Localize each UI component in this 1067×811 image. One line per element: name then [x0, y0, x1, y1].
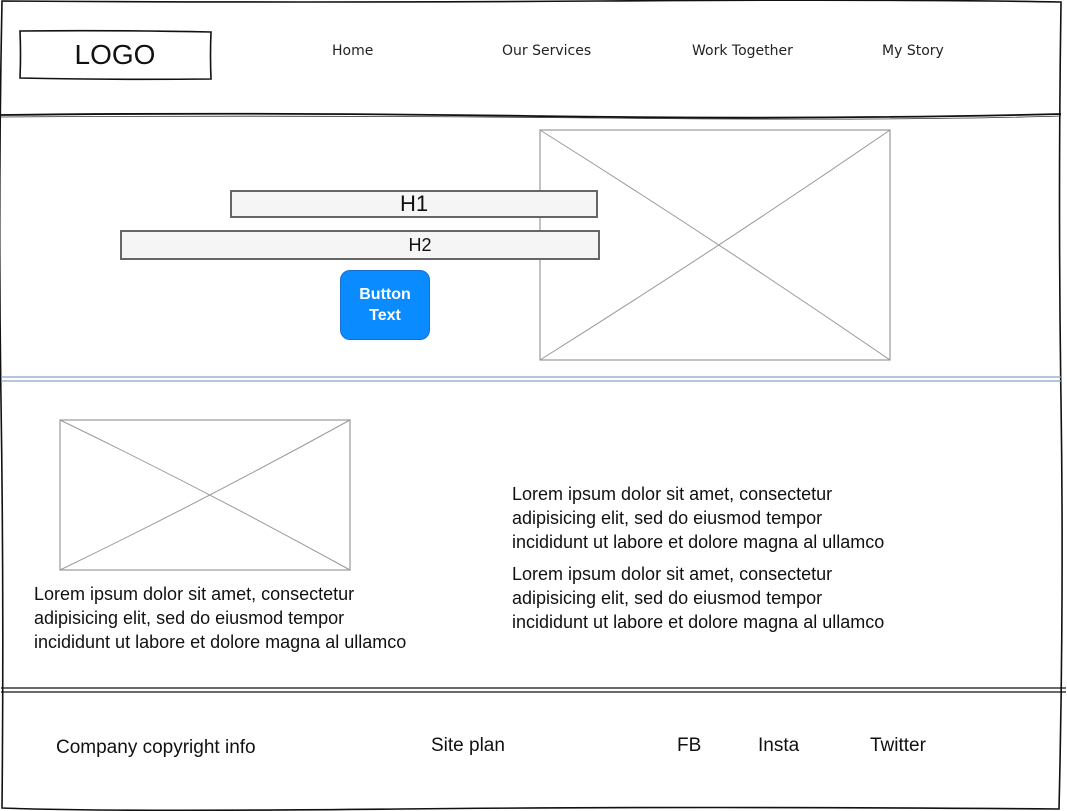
content-left-paragraph: Lorem ipsum dolor sit amet, consectetur … — [34, 584, 407, 652]
nav-home[interactable]: Home — [332, 43, 374, 59]
logo-box-outline — [19, 29, 212, 81]
hero-cta-button[interactable]: Button Text — [340, 270, 430, 340]
logo[interactable]: LOGO — [74, 39, 156, 70]
footer-twitter-link[interactable]: Twitter — [870, 735, 926, 756]
hero-heading-h1: H1 — [230, 190, 598, 218]
footer-insta-link[interactable]: Insta — [758, 735, 800, 756]
header-divider — [0, 112, 1062, 119]
content-image-placeholder — [59, 419, 351, 571]
hero-heading-h2: H2 — [120, 230, 600, 260]
content-right-paragraph-2: Lorem ipsum dolor sit amet, consectetur … — [512, 564, 885, 632]
nav-my-story[interactable]: My Story — [882, 43, 944, 59]
content-right-paragraph-1: Lorem ipsum dolor sit amet, consectetur … — [512, 484, 885, 552]
footer-copyright: Company copyright info — [56, 737, 256, 758]
nav-work-together[interactable]: Work Together — [692, 43, 793, 59]
footer-site-plan-link[interactable]: Site plan — [431, 735, 505, 756]
nav-our-services[interactable]: Our Services — [502, 43, 592, 59]
footer-fb-link[interactable]: FB — [677, 735, 702, 756]
cta-button-label: Button Text — [359, 286, 411, 324]
